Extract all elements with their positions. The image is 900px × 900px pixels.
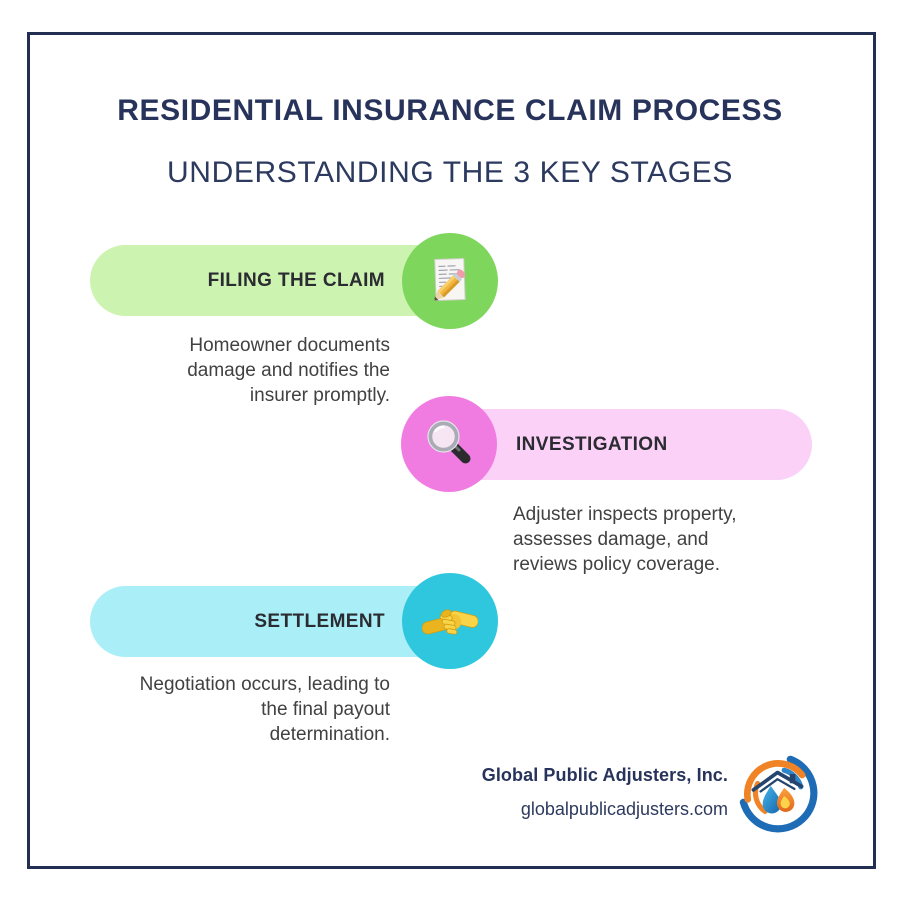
stage-label: SETTLEMENT <box>254 611 385 632</box>
description-line: Negotiation occurs, leading to <box>139 674 390 695</box>
description-line: damage and notifies the <box>187 360 390 381</box>
website-url: globalpublicadjusters.com <box>520 799 728 819</box>
memo-pencil-icon <box>434 257 466 302</box>
stage-icon-circle-settlement <box>402 573 498 669</box>
global-public-adjusters-logo <box>739 755 818 833</box>
description-line: the final payout <box>261 699 390 720</box>
footer-brand-block: Global Public Adjusters, Inc. globalpubl… <box>482 765 728 820</box>
stage-icon-circle-investigation <box>401 396 497 492</box>
magnifying-glass-icon <box>427 420 471 464</box>
stage-pill-filing-the-claim: FILING THE CLAIM <box>90 245 455 316</box>
description-line: insurer promptly. <box>249 385 390 406</box>
page-subtitle: UNDERSTANDING THE 3 KEY STAGES <box>167 156 733 189</box>
stage-label: FILING THE CLAIM <box>207 270 385 291</box>
stage-description-filing: Homeowner documents damage and notifies … <box>110 333 390 408</box>
page-title: RESIDENTIAL INSURANCE CLAIM PROCESS <box>117 94 783 127</box>
handshake-icon <box>422 609 478 635</box>
description-line: determination. <box>269 724 390 745</box>
stage-label: INVESTIGATION <box>516 434 668 455</box>
stage-icon-circle-filing <box>402 233 498 329</box>
stage-description-investigation: Adjuster inspects property, assesses dam… <box>513 502 813 577</box>
description-line: Homeowner documents <box>189 335 390 356</box>
description-line: Adjuster inspects property, <box>513 504 737 525</box>
stage-pill-settlement: SETTLEMENT <box>90 586 455 657</box>
description-line: reviews policy coverage. <box>513 554 720 575</box>
company-name: Global Public Adjusters, Inc. <box>481 765 728 785</box>
stage-description-settlement: Negotiation occurs, leading to the final… <box>100 672 390 747</box>
description-line: assesses damage, and <box>513 529 709 550</box>
